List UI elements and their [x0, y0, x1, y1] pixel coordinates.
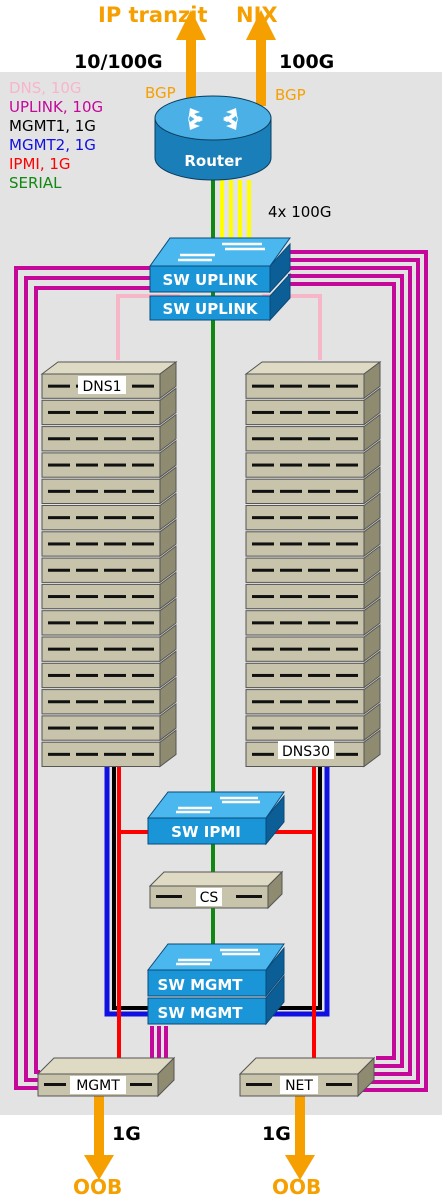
- server-unit: [41, 676, 177, 715]
- server-unit: [41, 624, 177, 663]
- server-unit: [41, 413, 177, 452]
- oob-label-mgmt: OOB: [73, 1175, 122, 1199]
- server-unit: [41, 387, 177, 426]
- legend-ipmi: IPMI, 1G: [9, 155, 71, 173]
- server-unit: [41, 466, 177, 505]
- switch-ipmi[interactable]: SW IPMI: [146, 791, 285, 846]
- legend-uplink: UPLINK, 10G: [9, 98, 103, 116]
- server-unit: [245, 597, 381, 636]
- server-label-dns30: DNS30: [282, 744, 330, 760]
- server-unit: [41, 439, 177, 479]
- server-unit: [245, 702, 381, 742]
- server-unit: [245, 492, 381, 531]
- switch-ipmi-label: SW IPMI: [171, 823, 241, 841]
- server-label-dns1: DNS1: [82, 379, 121, 395]
- bottom-speed-net: 1G: [262, 1123, 291, 1145]
- external-label-nix: NIX: [236, 3, 278, 27]
- speed-label-nix: 100G: [279, 51, 334, 73]
- bottom-arrows: [84, 1095, 315, 1180]
- server-unit: [41, 597, 177, 636]
- server-unit: [41, 571, 177, 610]
- legend-dns: DNS, 10G: [9, 79, 82, 97]
- oob-label-net: OOB: [272, 1175, 321, 1199]
- switch-arrows-icon: [176, 948, 260, 966]
- mgmt-device-label: MGMT: [76, 1078, 120, 1094]
- router-100g-links: [220, 180, 251, 240]
- server-unit: [245, 413, 381, 452]
- switch-mgmt-stack[interactable]: SW MGMT SW MGMT: [146, 943, 285, 1026]
- bgp-label-nix: BGP: [275, 86, 306, 104]
- uplink-cables: [14, 250, 428, 1092]
- switch-uplink-label-2: SW UPLINK: [162, 300, 258, 318]
- server-unit: [245, 545, 381, 584]
- server-unit: [41, 702, 177, 742]
- dns1-label-bg: [78, 376, 126, 394]
- server-rack-left: [40, 361, 178, 768]
- external-label-ip-tranzit: IP tranzit: [98, 3, 208, 27]
- router[interactable]: Router: [154, 95, 272, 181]
- bottom-speed-mgmt: 1G: [112, 1123, 141, 1145]
- switch-arrows-icon: [176, 796, 260, 814]
- legend: DNS, 10G UPLINK, 10G MGMT1, 1G MGMT2, 1G…: [9, 79, 103, 192]
- switch-uplink-stack[interactable]: SW UPLINK SW UPLINK: [149, 237, 291, 322]
- console-server[interactable]: CS: [148, 870, 284, 910]
- server-unit: [245, 676, 381, 715]
- server-unit: [41, 650, 177, 689]
- server-unit: [245, 650, 381, 689]
- server-unit: [245, 439, 381, 479]
- console-server-label: CS: [200, 890, 219, 906]
- router-label: Router: [184, 152, 242, 170]
- server-rack-right: [244, 361, 382, 768]
- net-device-label: NET: [285, 1078, 313, 1094]
- server-unit: [41, 729, 177, 768]
- bgp-label-transit: BGP: [145, 84, 176, 102]
- switch-mgmt-label-2: SW MGMT: [158, 1004, 244, 1022]
- legend-mgmt1: MGMT1, 1G: [9, 117, 96, 135]
- server-unit: [245, 361, 381, 400]
- server-unit: [41, 518, 177, 558]
- legend-serial: SERIAL: [9, 174, 62, 192]
- router-arrows-icon: [188, 108, 238, 130]
- top-arrows: [176, 10, 276, 106]
- server-unit: [245, 466, 381, 505]
- server-unit: [245, 624, 381, 663]
- legend-mgmt2: MGMT2, 1G: [9, 136, 96, 154]
- server-unit: [41, 545, 177, 584]
- speed-label-transit: 10/100G: [74, 51, 163, 73]
- server-unit: [245, 571, 381, 610]
- dns30-label-bg: [278, 741, 334, 759]
- net-device[interactable]: NET: [238, 1056, 376, 1098]
- switch-arrows-icon: [178, 242, 265, 262]
- switch-uplink-label-1: SW UPLINK: [162, 271, 258, 289]
- server-unit: [41, 492, 177, 531]
- server-unit: [245, 518, 381, 558]
- switch-mgmt-label-1: SW MGMT: [158, 976, 244, 994]
- server-unit: [245, 387, 381, 426]
- mgmt-device[interactable]: MGMT: [36, 1056, 176, 1098]
- router-link-label: 4x 100G: [268, 203, 331, 221]
